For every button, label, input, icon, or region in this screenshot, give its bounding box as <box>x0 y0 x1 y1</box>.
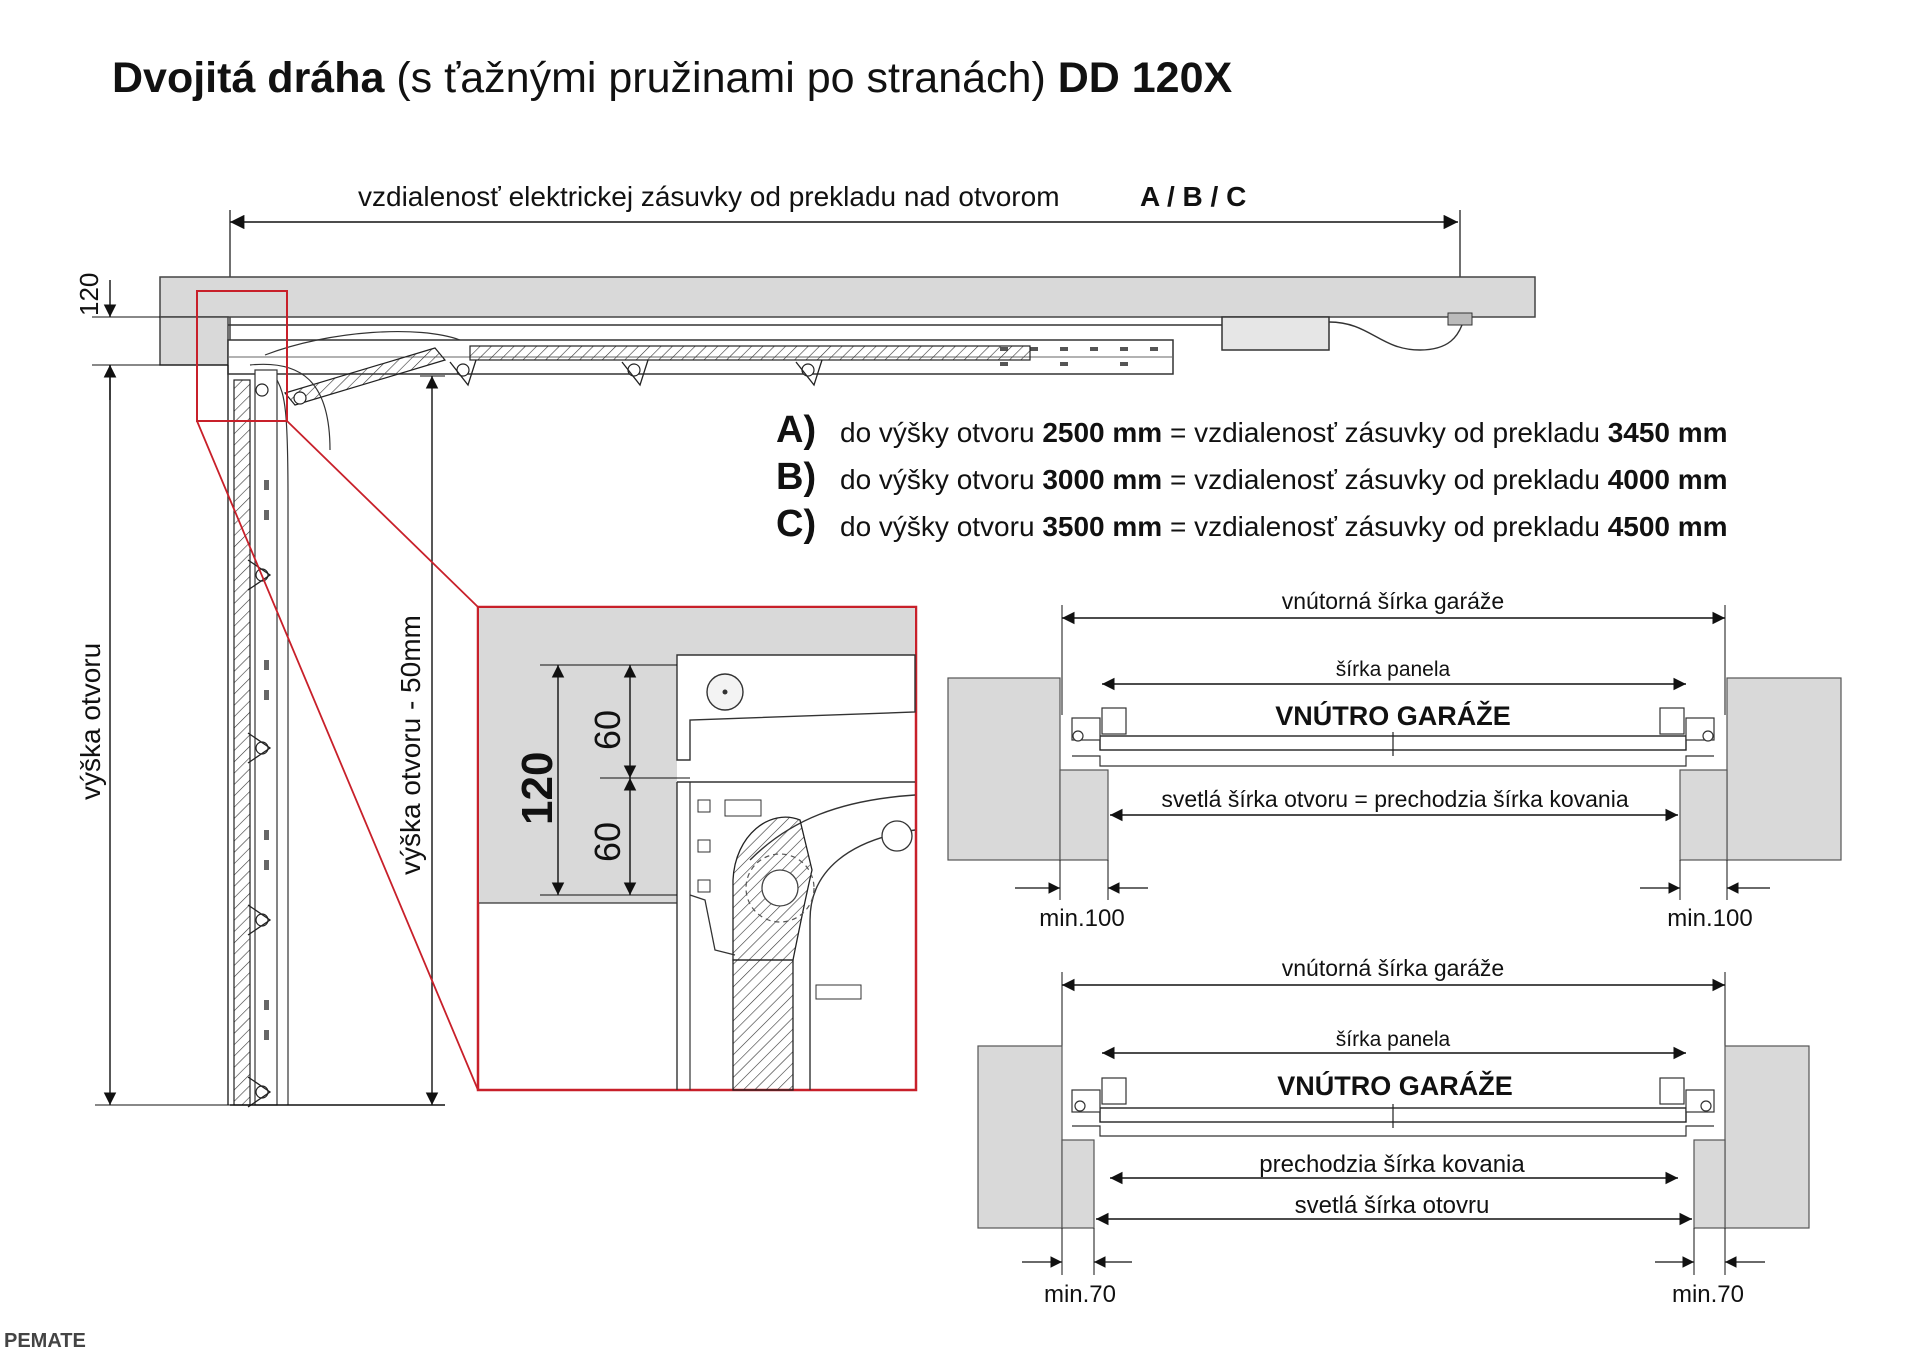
plan-view-2: vnútorná šírka garáže šírka panela VNÚTR… <box>977 955 1810 1308</box>
detail-total-label: 120 <box>513 752 562 825</box>
plan1-inside-label: VNÚTRO GARÁŽE <box>1275 700 1511 731</box>
ceiling-lintel <box>159 276 1536 366</box>
top-dimension-label: vzdialenosť elektrickej zásuvky od prekl… <box>358 181 1060 212</box>
plan-view-1: vnútorná šírka garáže šírka panela VNÚTR… <box>947 588 1842 932</box>
spec-distance: 4500 mm <box>1607 511 1728 542</box>
pemate-logo: PEMATE <box>4 1330 86 1352</box>
top-dimension-abc: A / B / C <box>1140 181 1246 212</box>
detail-callout: 120 60 60 <box>196 290 918 1092</box>
vertical-track <box>227 331 461 1108</box>
spec-text: do výšky otvoru <box>840 464 1043 495</box>
spec-text: do výšky otvoru <box>840 417 1043 448</box>
spec-list: A) do výšky otvoru 2500 mm = vzdialenosť … <box>776 408 1728 549</box>
plan2-min-right: min.70 <box>1672 1281 1744 1308</box>
plan2-panel-width: šírka panela <box>1336 1028 1451 1051</box>
detail-upper-label: 60 <box>587 710 628 750</box>
spec-letter: C) <box>776 503 817 545</box>
opening-height-minus-label: výška otvoru - 50mm <box>395 615 426 875</box>
spec-row-a: A) do výšky otvoru 2500 mm = vzdialenosť … <box>776 408 1728 455</box>
electrical-socket <box>1447 312 1473 326</box>
plan1-garage-width: vnútorná šírka garáže <box>1282 588 1504 614</box>
motor-unit <box>1221 316 1330 351</box>
power-cable <box>1328 321 1463 351</box>
horizontal-track <box>227 324 1222 406</box>
spec-text: = vzdialenosť zásuvky od prekladu <box>1162 464 1608 495</box>
lintel-dimension-label: 120 <box>74 273 104 316</box>
spec-height: 2500 mm <box>1042 417 1163 448</box>
spec-text: = vzdialenosť zásuvky od prekladu <box>1162 511 1608 542</box>
spec-distance: 4000 mm <box>1607 464 1728 495</box>
left-dimensions: 120 výška otvoru výška otvoru - 50mm <box>74 273 445 1106</box>
plan1-clear-width: svetlá šírka otvoru = prechodzia šírka k… <box>1161 786 1628 812</box>
opening-height-label: výška otvoru <box>75 643 106 800</box>
plan2-min-left: min.70 <box>1044 1281 1116 1308</box>
spec-height: 3000 mm <box>1042 464 1163 495</box>
spec-row-b: B) do výšky otvoru 3000 mm = vzdialenosť … <box>776 455 1728 502</box>
spec-letter: A) <box>776 409 817 451</box>
plan2-garage-width: vnútorná šírka garáže <box>1282 955 1504 981</box>
plan2-clear-width: svetlá šírka otovru <box>1295 1192 1490 1219</box>
detail-source-box <box>196 290 288 422</box>
top-dimension: vzdialenosť elektrickej zásuvky od prekl… <box>229 181 1461 360</box>
title-normal: (s ťažnými pružinami po stranách) <box>384 54 1058 102</box>
spec-row-c: C) do výšky otvoru 3500 mm = vzdialenosť … <box>776 502 1728 549</box>
spec-height: 3500 mm <box>1042 511 1163 542</box>
page-title: Dvojitá dráha (s ťažnými pružinami po st… <box>112 54 1232 103</box>
spec-text: = vzdialenosť zásuvky od prekladu <box>1162 417 1608 448</box>
plan1-panel-width: šírka panela <box>1336 658 1451 681</box>
plan1-min-left: min.100 <box>1039 905 1124 932</box>
spec-distance: 3450 mm <box>1607 417 1728 448</box>
plan2-passage-width: prechodzia šírka kovania <box>1259 1151 1525 1178</box>
plan2-inside-label: VNÚTRO GARÁŽE <box>1277 1070 1513 1101</box>
spec-letter: B) <box>776 456 817 498</box>
title-model: DD 120X <box>1057 54 1233 102</box>
plan1-min-right: min.100 <box>1667 905 1752 932</box>
spec-text: do výšky otvoru <box>840 511 1043 542</box>
detail-lower-label: 60 <box>587 822 628 862</box>
title-bold-main: Dvojitá dráha <box>112 54 385 102</box>
